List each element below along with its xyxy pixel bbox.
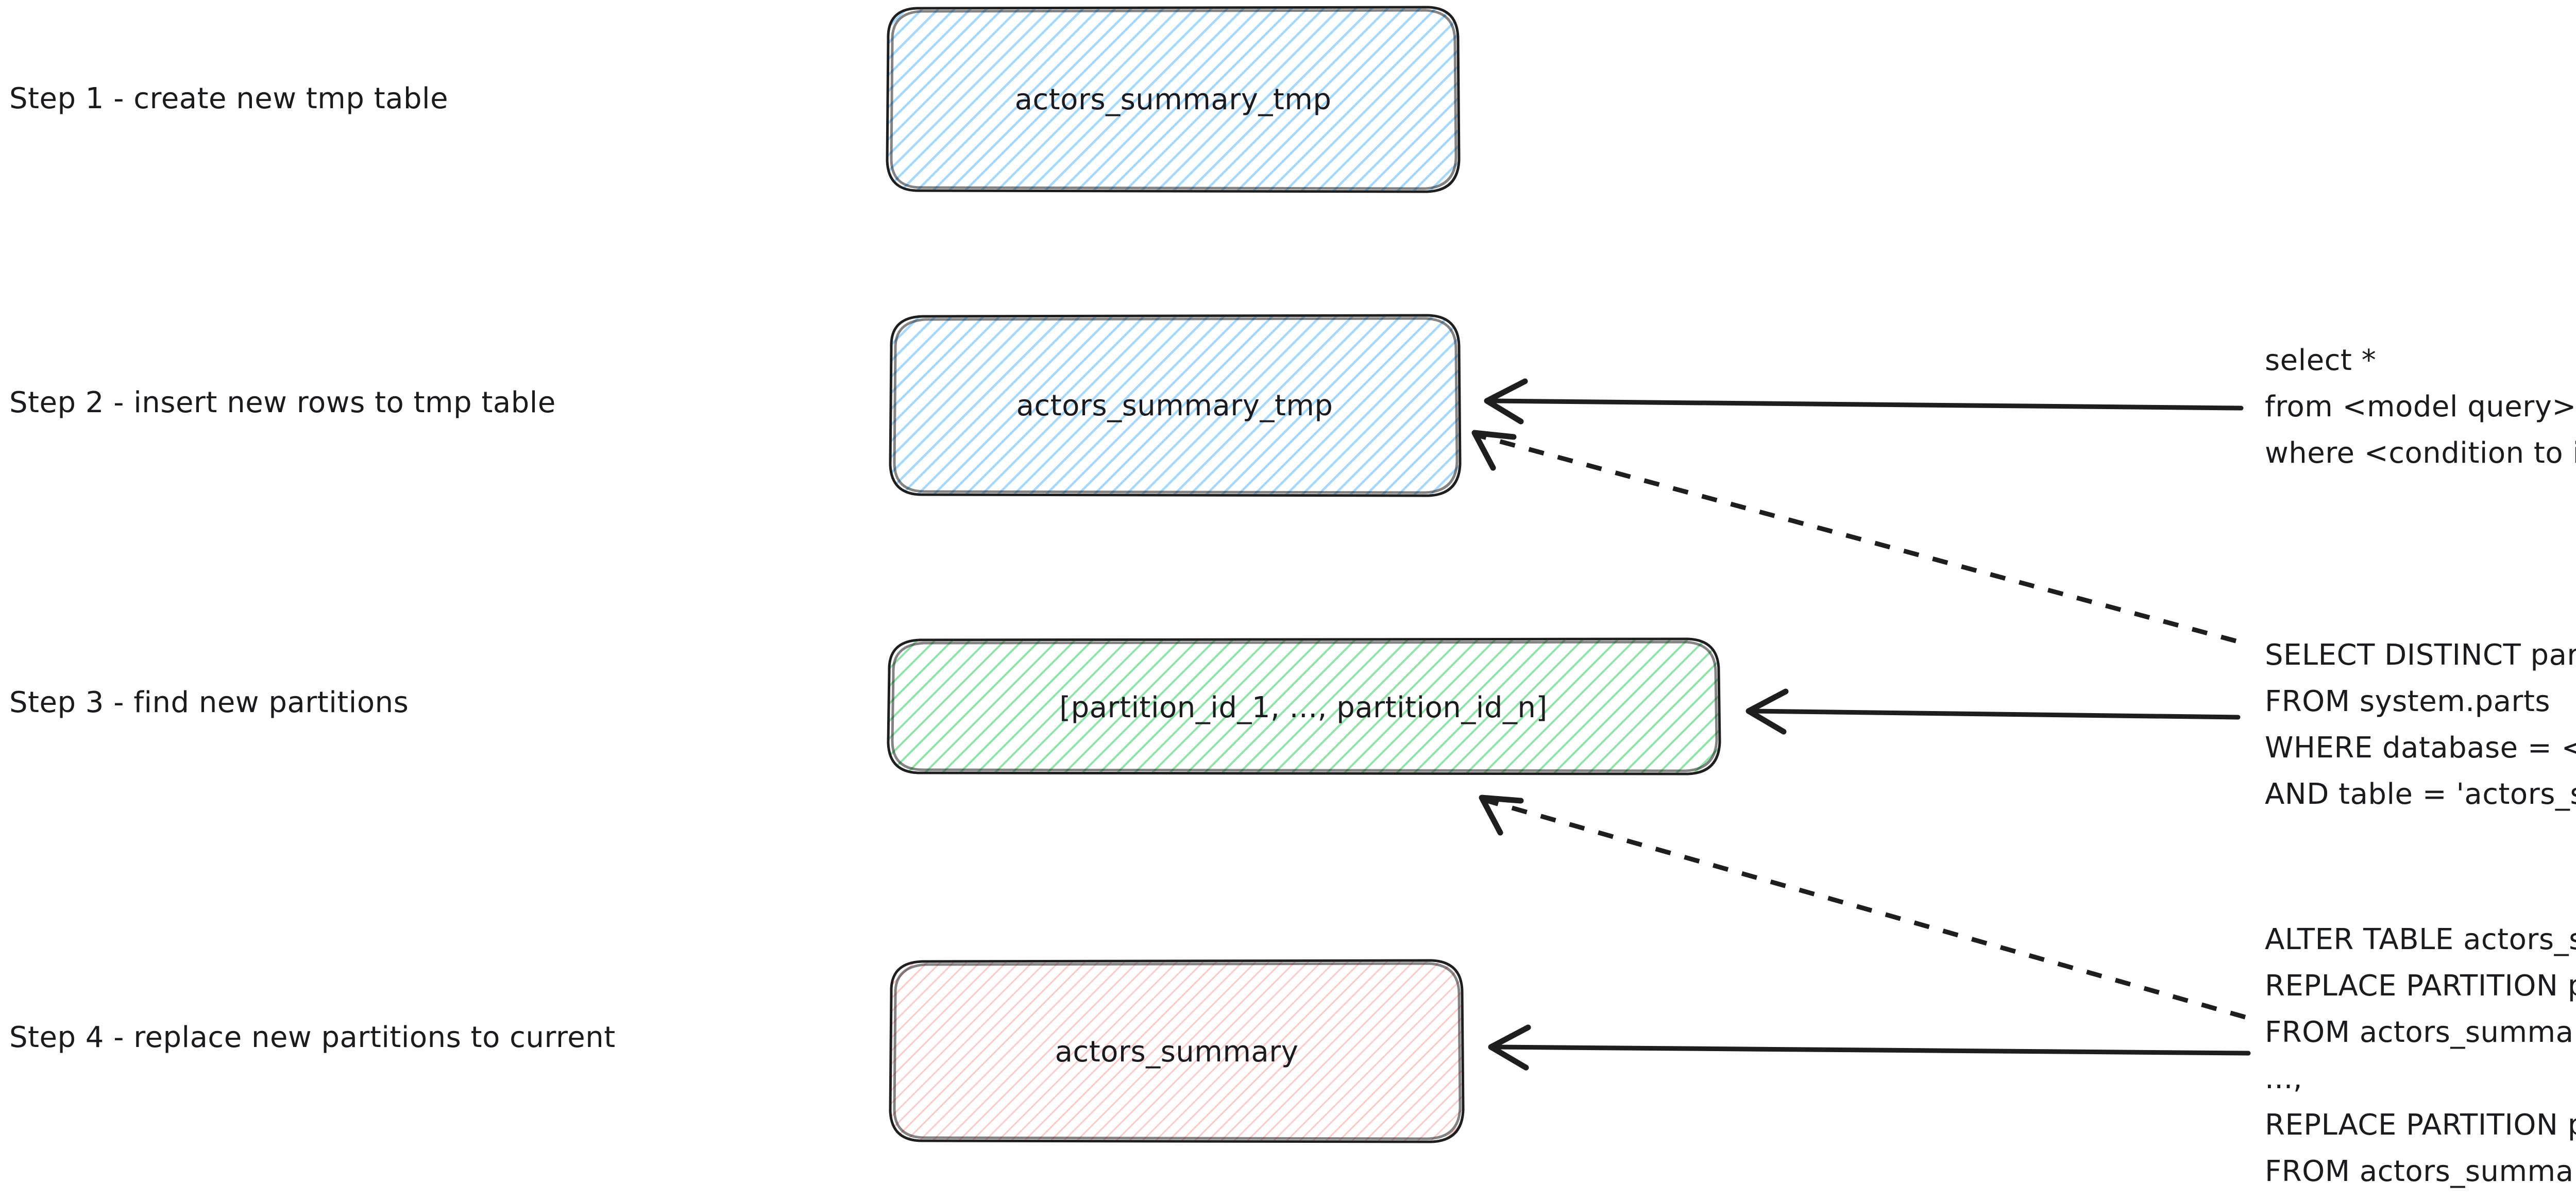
node-outline [889, 959, 1465, 1143]
code-line: from <model query> [2265, 390, 2576, 424]
node-label: actors_summary [1055, 1035, 1299, 1069]
code-line: SELECT DISTINCT partition_id [2265, 638, 2576, 672]
step-2-label: Step 2 - insert new rows to tmp table [9, 386, 556, 419]
node-fill [890, 315, 1460, 496]
code-line: AND table = 'actors_summary_tmp' [2265, 778, 2576, 811]
code-line: REPLACE PARTITION partition_id_1 [2265, 969, 2576, 1003]
code-line: FROM system.parts [2265, 685, 2550, 718]
code-line: REPLACE PARTITION partition_id_n [2265, 1108, 2576, 1142]
node-outline-sketch-pass [890, 9, 1458, 190]
node-fill [890, 960, 1463, 1142]
node-fill [888, 639, 1720, 774]
code-replace-partitions: ALTER TABLE actors_summary REPLACE PARTI… [2265, 923, 2576, 1188]
node-outline-sketch-pass [891, 640, 1718, 772]
node-tmp-table-step2[interactable]: actors_summary_tmp [889, 314, 1462, 497]
node-label: [partition_id_1, ..., partition_id_n] [1059, 691, 1547, 724]
node-outline [887, 637, 1721, 775]
node-fill [887, 7, 1459, 192]
code-find-partitions: SELECT DISTINCT partition_id FROM system… [2265, 638, 2576, 811]
node-actors-summary[interactable]: actors_summary [889, 959, 1465, 1143]
node-tmp-table-step1[interactable]: actors_summary_tmp [886, 6, 1461, 193]
node-outline [886, 6, 1461, 193]
code-line: WHERE database = <database> [2265, 731, 2576, 765]
node-outline-sketch-pass [893, 317, 1459, 494]
code-line: FROM actors_summary_tmp, [2265, 1016, 2576, 1049]
arrow-replacecode-to-actorssummary [1488, 1024, 2251, 1071]
node-label: actors_summary_tmp [1015, 83, 1332, 116]
arrow-insertcode-to-tmptable [1484, 378, 2244, 425]
code-line: select * [2265, 344, 2376, 377]
arrow-replacecode-to-partitionlist [1479, 795, 2246, 1020]
step-1-label: Step 1 - create new tmp table [9, 82, 448, 115]
code-line: ..., [2265, 1062, 2302, 1095]
step-3-label: Step 3 - find new partitions [9, 686, 409, 719]
arrow-findpartitionscode-to-partitionlist [1745, 688, 2241, 735]
node-partition-list[interactable]: [partition_id_1, ..., partition_id_n] [887, 637, 1721, 775]
code-line: ALTER TABLE actors_summary [2265, 923, 2576, 956]
code-line: where <condition to identify new> [2265, 436, 2576, 470]
code-line: FROM actors_summary_tmp, [2265, 1155, 2576, 1188]
node-outline-sketch-pass [893, 962, 1462, 1140]
arrow-findpartitions-to-tmptable [1471, 430, 2237, 644]
code-insert-query: select * from <model query> where <condi… [2265, 344, 2576, 470]
step-4-label: Step 4 - replace new partitions to curre… [9, 1021, 616, 1054]
node-outline [889, 314, 1462, 497]
node-label: actors_summary_tmp [1016, 389, 1333, 423]
